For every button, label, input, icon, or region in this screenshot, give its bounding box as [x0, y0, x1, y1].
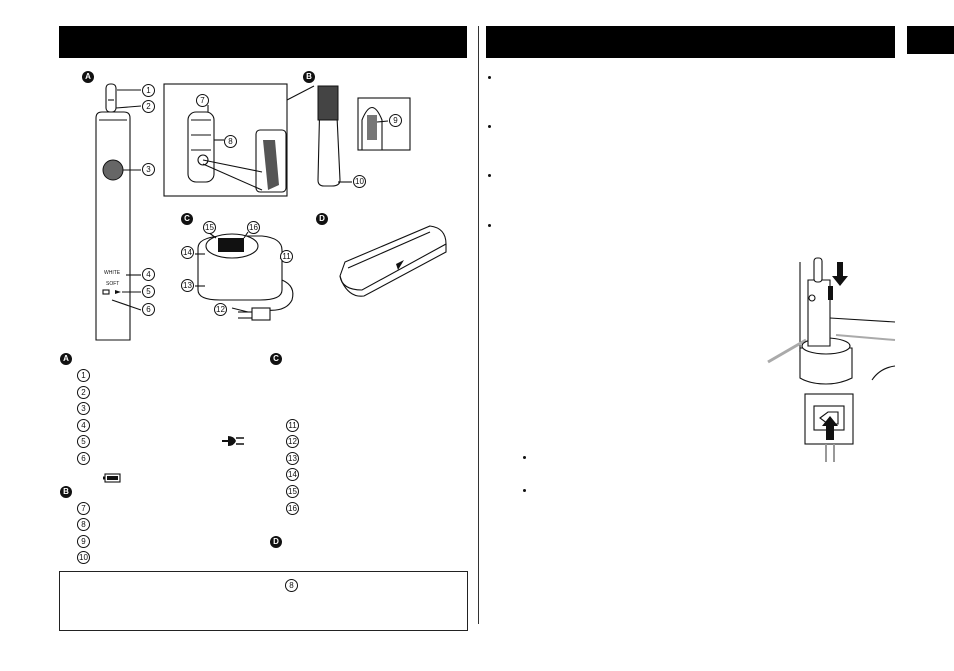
callout-1: 1: [142, 84, 155, 97]
callout-3: 3: [142, 163, 155, 176]
callout-14: 14: [181, 246, 194, 259]
note-ref-callout: 8: [285, 579, 298, 592]
bullet-1: [488, 76, 491, 79]
callout-8: 8: [224, 135, 237, 148]
legend-item-1: 1: [77, 369, 90, 382]
callout-16: 16: [247, 221, 260, 234]
legend-item-11: 11: [286, 419, 299, 432]
legend-section-c: C: [270, 353, 282, 365]
language-tab: [907, 26, 954, 54]
callout-9: 9: [389, 114, 402, 127]
bullet-2: [488, 125, 491, 128]
legend-item-12: 12: [286, 435, 299, 448]
callout-13: 13: [181, 279, 194, 292]
left-header-bar: [59, 26, 467, 58]
callout-12: 12: [214, 303, 227, 316]
callout-11: 11: [280, 250, 293, 263]
legend-item-2: 2: [77, 386, 90, 399]
sub-bullet-2: [523, 489, 526, 492]
legend-item-3: 3: [77, 402, 90, 415]
callout-5: 5: [142, 285, 155, 298]
legend-section-b: B: [60, 486, 72, 498]
handle-label-white: WHITE: [104, 270, 121, 276]
legend-section-d: D: [270, 536, 282, 548]
callout-2: 2: [142, 100, 155, 113]
figure-badge-a: A: [82, 71, 94, 83]
callout-4: 4: [142, 268, 155, 281]
figure-badge-d: D: [316, 213, 328, 225]
legend-section-a: A: [60, 353, 72, 365]
callout-7: 7: [196, 94, 209, 107]
legend-item-4: 4: [77, 419, 90, 432]
legend-item-7: 7: [77, 502, 90, 515]
legend-item-5: 5: [77, 435, 90, 448]
handle-label-soft: SOFT: [106, 281, 120, 287]
note-box: 8: [59, 571, 468, 631]
bullet-4: [488, 224, 491, 227]
callout-6: 6: [142, 303, 155, 316]
bullet-3: [488, 174, 491, 177]
legend-item-10: 10: [77, 551, 90, 564]
plug-icon: [222, 436, 244, 446]
callout-15: 15: [203, 221, 216, 234]
sub-bullet-1: [523, 456, 526, 459]
legend-item-15: 15: [286, 485, 299, 498]
legend-item-9: 9: [77, 535, 90, 548]
legend-item-16: 16: [286, 502, 299, 515]
legend-item-13: 13: [286, 452, 299, 465]
legend-item-6: 6: [77, 452, 90, 465]
figure-badge-b: B: [303, 71, 315, 83]
column-divider: [478, 26, 479, 624]
figure-badge-c: C: [181, 213, 193, 225]
callout-10: 10: [353, 175, 366, 188]
legend-item-14: 14: [286, 468, 299, 481]
right-header-bar: [486, 26, 895, 58]
legend-item-8: 8: [77, 518, 90, 531]
battery-icon: [103, 473, 121, 483]
